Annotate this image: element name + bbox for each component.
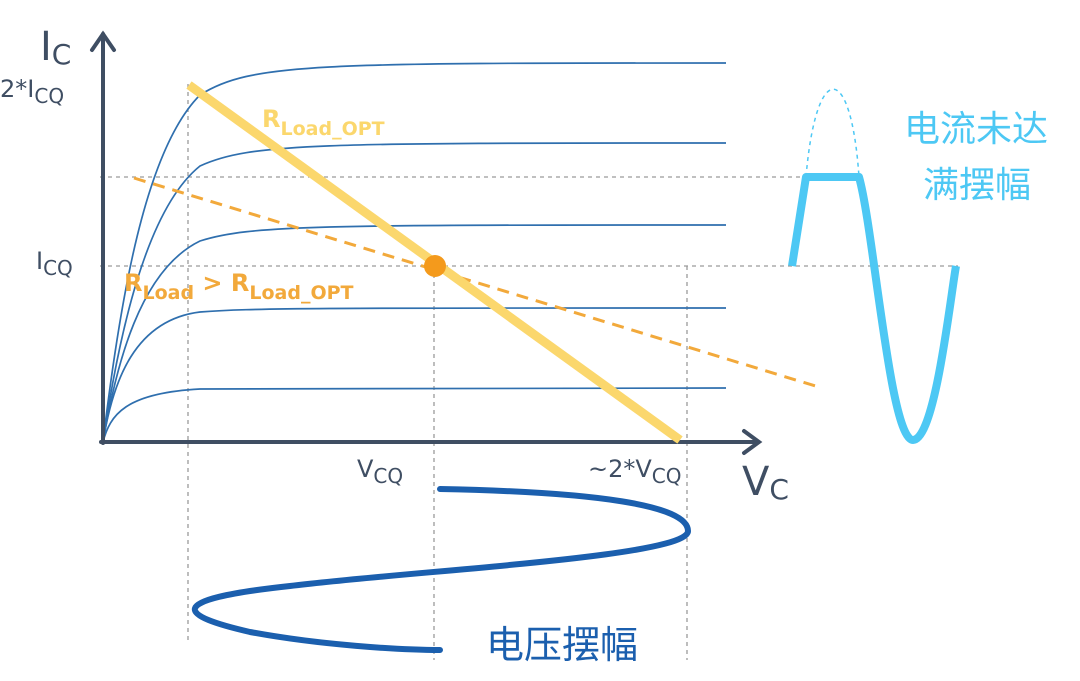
voltage-annotation: 电压摆幅 <box>486 623 638 667</box>
characteristic-curve <box>102 307 727 443</box>
axes <box>90 30 763 455</box>
tick-label-vcq: VCQ <box>357 455 403 488</box>
characteristic-curve <box>102 62 727 443</box>
guide-lines <box>100 84 958 660</box>
voltage-waveform <box>192 486 692 653</box>
characteristic-curve <box>102 142 727 443</box>
load-opt-label: RLoad_OPT <box>262 105 385 140</box>
y-axis-arrow <box>90 30 116 52</box>
characteristic-curve <box>102 224 727 443</box>
current-annotation-line1: 电流未达 <box>904 109 1048 150</box>
x-axis-arrow <box>742 429 763 455</box>
current-clip-ghost <box>805 88 860 178</box>
tick-label-icq: ICQ <box>36 247 73 280</box>
current-annotation-line2: 满摆幅 <box>923 165 1031 206</box>
tick-label-2icq: 2*ICQ <box>0 75 64 108</box>
current-waveform <box>788 173 960 444</box>
q-point <box>424 255 446 277</box>
tick-label-2vcq: ~2*VCQ <box>588 455 682 488</box>
x-axis-label: VC <box>742 459 789 506</box>
y-axis-label: IC <box>40 24 71 71</box>
load-high-label: RLoad > RLoad_OPT <box>124 269 354 304</box>
characteristic-curves <box>102 62 727 443</box>
characteristic-curve <box>102 387 727 443</box>
